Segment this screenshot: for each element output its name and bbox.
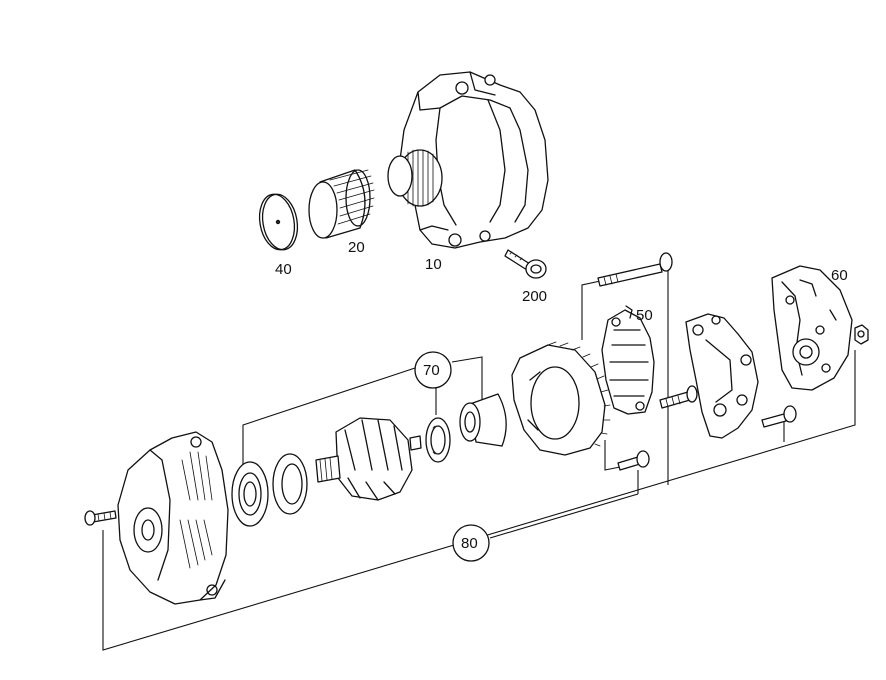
screw-left: [84, 510, 117, 526]
bolt-rectifier: [659, 385, 698, 409]
part-200-bolt: [504, 249, 547, 279]
part-20-pulley: [308, 169, 375, 239]
callout-200: 200: [522, 288, 547, 305]
spacer-ring: [272, 453, 308, 515]
leader-50-bolt: [581, 279, 606, 340]
front-housing: [117, 431, 229, 605]
leader-80-to-bolt: [489, 493, 639, 539]
screw-60: [761, 405, 797, 428]
callout-70: 70: [423, 362, 440, 379]
part-60-rear-cover: [771, 265, 853, 391]
rectifier: [685, 313, 759, 439]
callout-50: 50: [636, 307, 653, 324]
leader-70-right: [451, 356, 483, 400]
callout-40: 40: [275, 261, 292, 278]
part-10-alternator: [387, 71, 549, 249]
rotor: [315, 417, 422, 501]
callout-70-circle: [414, 351, 452, 389]
screw-50: [617, 450, 650, 471]
part-50-regulator: [601, 305, 655, 415]
leader-70-left: [242, 367, 416, 465]
callout-10: 10: [425, 256, 442, 273]
through-bolt: [597, 252, 673, 287]
callout-80: 80: [461, 535, 478, 552]
bearing-large: [231, 461, 269, 527]
part-40-cap: [258, 193, 299, 251]
stator: [511, 341, 611, 456]
part-70-slip-ring: [459, 393, 507, 447]
callout-80-circle: [452, 524, 490, 562]
part-70-bearing-small: [425, 417, 451, 463]
callout-60: 60: [831, 267, 848, 284]
leader-50-screw: [604, 440, 621, 471]
callout-20: 20: [348, 239, 365, 256]
nut-60: [854, 324, 869, 345]
